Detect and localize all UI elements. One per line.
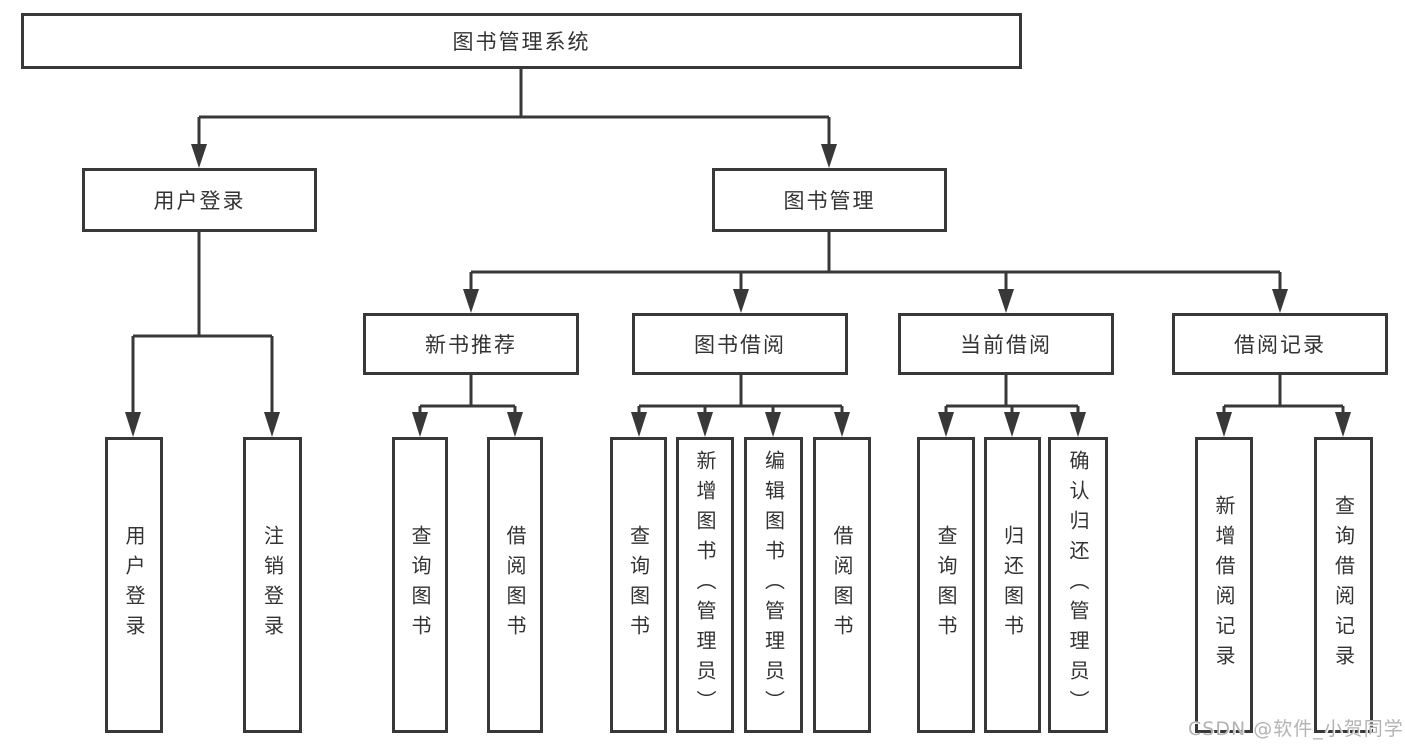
node-label: 归还图书 (1000, 525, 1025, 645)
arrowhead-icons (125, 144, 1351, 437)
node-borrowing-records: 借阅记录 (1172, 313, 1388, 375)
node-label: 借阅图书 (830, 525, 854, 645)
node-label: 查询图书 (626, 525, 651, 645)
node-label: 确认归还（管理员） (1066, 450, 1090, 720)
node-leaf-edit-books-admin: 编辑图书（管理员） (744, 437, 803, 733)
node-label: 注销登录 (260, 525, 285, 645)
node-user-login: 用户登录 (82, 168, 317, 232)
node-label: 借阅图书 (503, 525, 527, 645)
node-leaf-add-books-admin: 新增图书（管理员） (676, 437, 734, 733)
node-leaf-logout: 注销登录 (243, 437, 302, 733)
node-label: 图书管理系统 (452, 30, 591, 54)
node-leaf-query-books-recommendation: 查询图书 (392, 437, 448, 733)
node-label: 编辑图书（管理员） (761, 450, 786, 720)
node-label: 用户登录 (122, 525, 146, 645)
node-book-borrowing: 图书借阅 (632, 313, 848, 375)
node-leaf-return-books: 归还图书 (984, 437, 1041, 733)
node-library-management-system: 图书管理系统 (21, 13, 1022, 69)
node-label: 借阅记录 (1234, 333, 1326, 357)
node-label: 新增借阅记录 (1212, 495, 1236, 675)
node-leaf-add-borrowing-record: 新增借阅记录 (1195, 437, 1253, 733)
node-leaf-confirm-return-admin: 确认归还（管理员） (1048, 437, 1108, 733)
node-leaf-query-borrowing-record: 查询借阅记录 (1314, 437, 1373, 733)
csdn-watermark: CSDN @软件_小贺同学 (1188, 718, 1404, 740)
node-leaf-query-books-borrowing: 查询图书 (610, 437, 667, 733)
node-current-borrowing: 当前借阅 (898, 313, 1114, 375)
node-label: 查询图书 (408, 525, 432, 645)
tree-edges (131, 69, 1345, 414)
node-label: 新增图书（管理员） (693, 450, 717, 720)
node-leaf-borrow-books-recommendation: 借阅图书 (487, 437, 543, 733)
node-label: 图书管理 (783, 189, 876, 213)
node-label: 图书借阅 (694, 333, 786, 357)
node-label: 用户登录 (153, 189, 246, 213)
node-new-book-recommendation: 新书推荐 (363, 313, 579, 375)
node-leaf-query-books-current: 查询图书 (917, 437, 975, 733)
node-label: 查询图书 (934, 525, 958, 645)
node-label: 查询借阅记录 (1331, 495, 1356, 675)
node-label: 新书推荐 (425, 333, 517, 357)
node-book-management: 图书管理 (712, 168, 947, 232)
node-leaf-borrow-books-borrowing: 借阅图书 (813, 437, 871, 733)
node-label: 当前借阅 (960, 333, 1052, 357)
node-leaf-user-login: 用户登录 (105, 437, 163, 733)
